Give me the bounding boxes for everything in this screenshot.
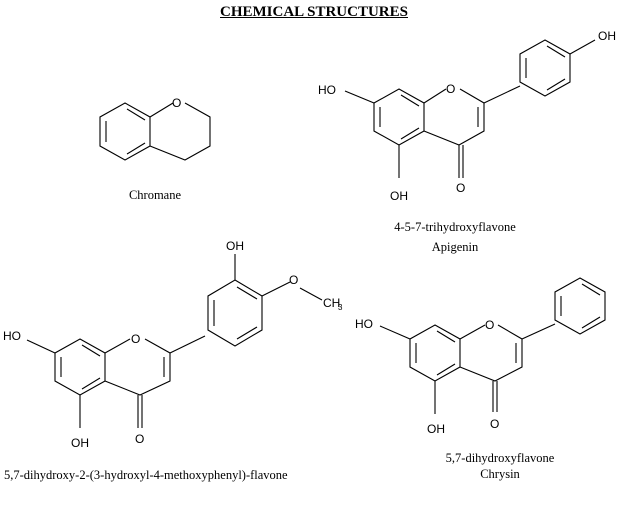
caption-chrysin: 5,7-dihydroxyflavone Chrysin [430,450,570,482]
caption-apigenin: 4-5-7-trihydroxyflavone Apigenin [360,217,550,257]
atom-label: OH [226,239,244,253]
page-title: CHEMICAL STRUCTURES [220,4,408,20]
caption-line: 5,7-dihydroxyflavone [445,451,555,465]
atom-label: O [456,181,465,195]
atom-label: HO [3,329,21,343]
atom-label: CH [323,296,340,310]
atom-label: HO [318,83,336,97]
atom-label-subscript: 3 [338,303,343,312]
caption-methoxyflavone: 5,7-dihydroxy-2-(3-hydroxyl-4-methoxyphe… [4,468,324,483]
atom-label: OH [390,189,408,203]
caption-line: Apigenin [431,240,479,254]
structure-chrysin: HO O OH O [355,277,606,436]
atom-label: O [172,96,181,110]
atom-label: OH [71,436,89,450]
atom-label: O [131,332,140,346]
atom-label: HO [355,317,373,331]
atom-label: O [490,417,499,431]
atom-label: OH [598,29,616,43]
caption-chromane: Chromane [100,188,210,203]
structure-apigenin: HO O OH OH O [318,29,616,203]
caption-line: Chromane [128,188,182,202]
structure-chromane: O [99,96,211,161]
atom-label: O [485,318,494,332]
caption-line: Chrysin [480,467,520,481]
structure-methoxyflavone: OH O CH 3 HO O OH O [3,239,343,450]
caption-line: 4-5-7-trihydroxyflavone [394,220,516,234]
atom-label: OH [427,422,445,436]
caption-line: 5,7-dihydroxy-2-(3-hydroxyl-4-methoxyphe… [4,468,288,482]
atom-label: O [446,82,455,96]
atom-label: O [135,432,144,446]
atom-label: O [289,273,298,287]
